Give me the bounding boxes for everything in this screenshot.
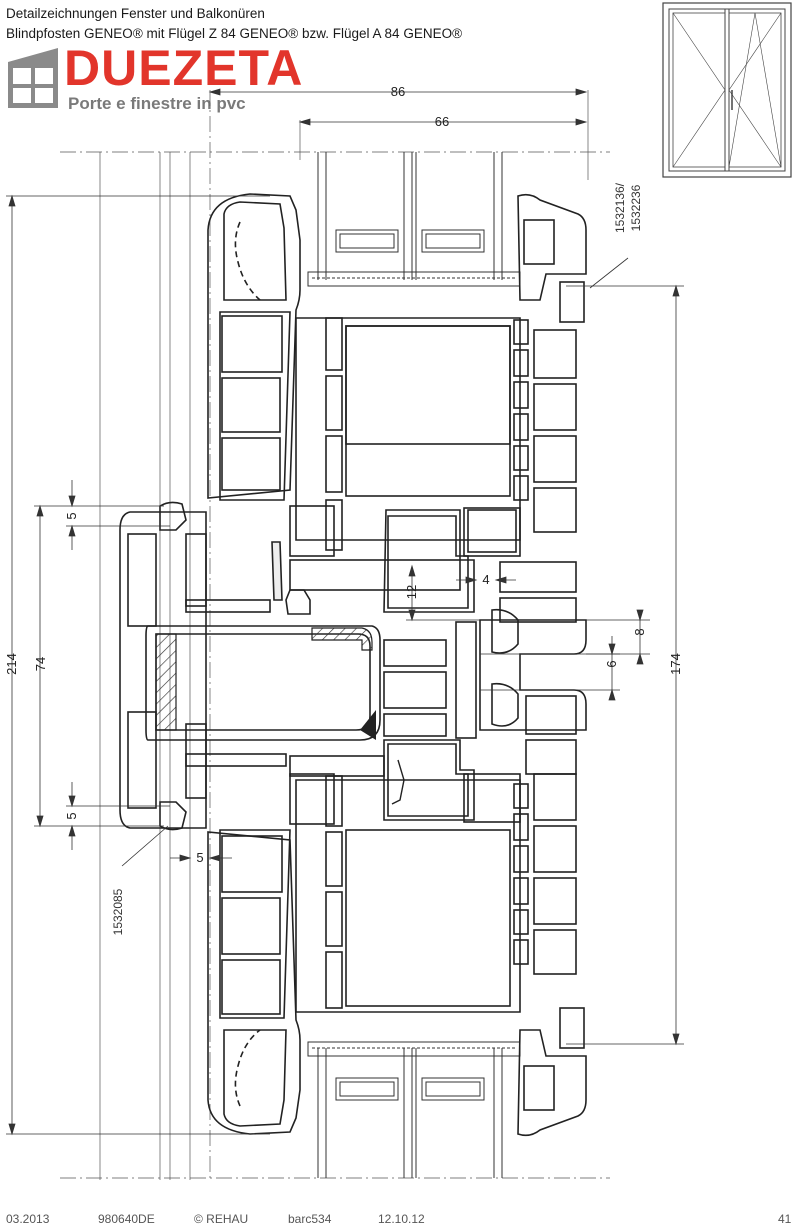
part-number-1532136: 1532136/ xyxy=(613,182,627,233)
dim-66-label: 66 xyxy=(435,114,449,129)
upper-sash-profile xyxy=(207,193,587,557)
axis-lines xyxy=(60,90,610,1180)
window-logo-icon xyxy=(8,48,58,108)
part-number-1532236: 1532236 xyxy=(629,184,643,231)
dim-86-label: 86 xyxy=(391,84,405,99)
brand-logo: DUEZETA xyxy=(64,40,304,96)
dim-214-label: 214 xyxy=(4,653,19,675)
dim-12-label: 12 xyxy=(404,585,419,599)
footer-print-date: 12.10.12 xyxy=(378,1212,425,1226)
steel-reinforcement xyxy=(155,627,376,740)
footer-date: 03.2013 xyxy=(6,1212,50,1226)
brand-tagline: Porte e finestre in pvc xyxy=(68,94,246,113)
dim-8-label: 8 xyxy=(632,628,647,635)
dim-5-top-label: 5 xyxy=(64,512,79,519)
footer-page-number: 41 xyxy=(778,1212,792,1226)
glazing-lines xyxy=(307,152,521,1178)
mullion-profile xyxy=(119,501,587,831)
drawing-title: Detailzeichnungen Fenster und Balkonüren xyxy=(6,6,265,21)
dim-5-horizontal-label: 5 xyxy=(196,850,203,865)
footer-code: barc534 xyxy=(288,1212,332,1226)
dimension-lines xyxy=(6,88,684,1136)
lower-sash-profile xyxy=(207,773,587,1137)
dim-6-label: 6 xyxy=(604,660,619,667)
dim-74-label: 74 xyxy=(33,657,48,671)
window-elevation-thumbnail xyxy=(662,2,792,178)
footer-doc-number: 980640DE xyxy=(98,1212,155,1226)
footer-copyright: © REHAU xyxy=(194,1212,249,1226)
dim-174-label: 174 xyxy=(668,653,683,675)
drawing-subtitle: Blindpfosten GENEO® mit Flügel Z 84 GENE… xyxy=(6,26,463,41)
dim-5-bottom-label: 5 xyxy=(64,812,79,819)
dim-4-label: 4 xyxy=(482,572,489,587)
part-number-1532085: 1532085 xyxy=(111,888,125,935)
